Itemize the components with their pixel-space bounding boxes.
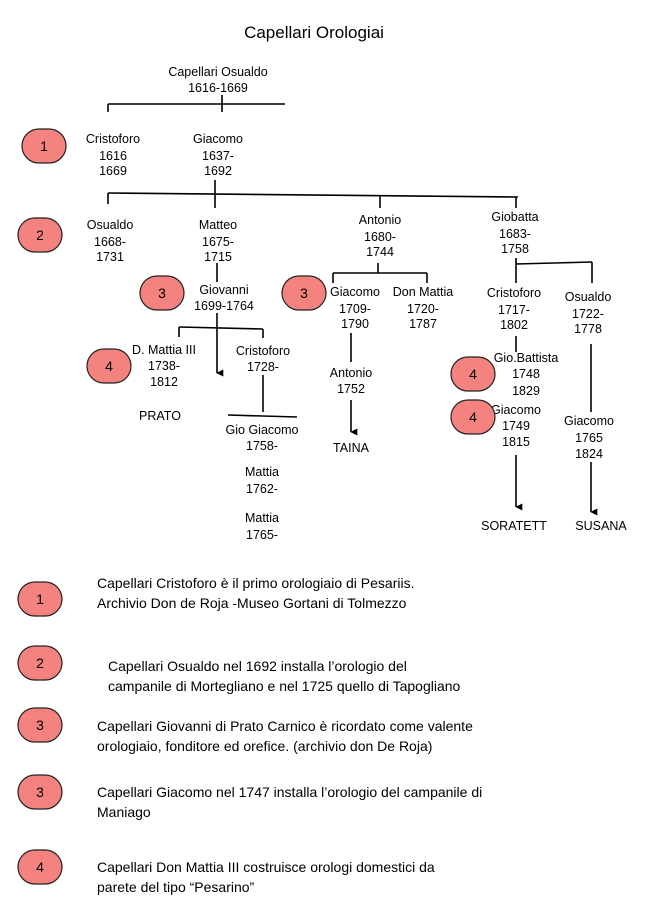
note-line: campanile di Mortegliano e nel 1725 quel… xyxy=(108,678,461,694)
note-4: Capellari Don Mattia III costruisce orol… xyxy=(97,857,435,897)
legend-badge-1: 1 xyxy=(17,581,63,617)
place-taina: TAINA xyxy=(333,441,370,455)
note-line: Capellari Giovanni di Prato Carnico è ri… xyxy=(97,718,473,734)
svg-text:4: 4 xyxy=(469,366,477,382)
note-line: Capellari Giacomo nel 1747 installa l’or… xyxy=(97,784,483,800)
svg-text:4: 4 xyxy=(105,358,113,374)
badge-giovanni: 3 xyxy=(139,275,185,311)
svg-text:2: 2 xyxy=(36,227,44,243)
note-3b: Capellari Giacomo nel 1747 installa l’or… xyxy=(97,782,482,822)
note-line: Archivio Don de Roja -Museo Gortani di T… xyxy=(97,595,407,611)
badge-giacomo-late: 4 xyxy=(450,399,496,435)
note-line: parete del tipo “Pesarino” xyxy=(97,879,255,895)
svg-text:4: 4 xyxy=(36,859,44,875)
place-prato: PRATO xyxy=(139,409,181,423)
note-line: Capellari Osualdo nel 1692 installa l’or… xyxy=(108,658,407,674)
note-2: Capellari Osualdo nel 1692 installa l’or… xyxy=(108,656,460,696)
note-line: Capellari Cristoforo è il primo orologia… xyxy=(97,575,415,591)
svg-text:3: 3 xyxy=(300,285,308,301)
legend-badge-3b: 3 xyxy=(17,774,63,810)
tree-title: Capellari Orologiai xyxy=(244,23,384,42)
place-soratett: SORATETT xyxy=(481,519,547,533)
note-3a: Capellari Giovanni di Prato Carnico è ri… xyxy=(97,716,473,756)
svg-text:2: 2 xyxy=(36,655,44,671)
legend-badge-4: 4 xyxy=(17,849,63,885)
note-line: orologiaio, fonditore ed orefice. (archi… xyxy=(97,738,433,754)
note-1: Capellari Cristoforo è il primo orologia… xyxy=(97,573,414,613)
badge-d-mattia: 4 xyxy=(86,348,132,384)
legend-badge-2: 2 xyxy=(17,645,63,681)
svg-text:4: 4 xyxy=(469,409,477,425)
svg-text:3: 3 xyxy=(36,784,44,800)
svg-text:3: 3 xyxy=(158,285,166,301)
place-susana: SUSANA xyxy=(575,519,627,533)
svg-text:3: 3 xyxy=(36,717,44,733)
badge-giacomo: 3 xyxy=(281,275,327,311)
badge-gio-battista: 4 xyxy=(450,356,496,392)
note-line: Maniago xyxy=(97,804,151,820)
note-line: Capellari Don Mattia III costruisce orol… xyxy=(97,859,435,875)
badge-osualdo: 2 xyxy=(17,217,63,253)
badge-cristoforo: 1 xyxy=(21,128,67,164)
svg-text:1: 1 xyxy=(36,591,44,607)
connector-lines xyxy=(107,95,598,516)
legend-badge-3a: 3 xyxy=(17,707,63,743)
svg-text:1: 1 xyxy=(40,138,48,154)
